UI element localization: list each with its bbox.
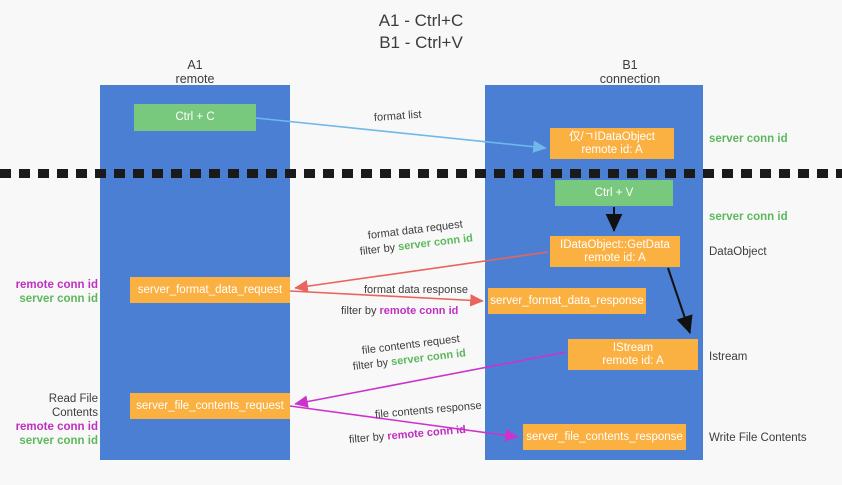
box-server-format-data-request[interactable]: server_format_data_request xyxy=(130,277,290,303)
box-server-file-contents-response[interactable]: server_file_contents_response xyxy=(523,424,686,450)
filter-prefix-2: filter by xyxy=(341,305,380,317)
flow-label-file-contents-response: file contents response xyxy=(374,399,483,421)
flow-label-format-data-response: format data response xyxy=(364,284,468,296)
box-idataobject-getdata[interactable]: IDataObject::GetData remote id: A xyxy=(550,236,680,267)
flow-label-file-contents-response-filter: filter by remote conn id xyxy=(348,423,466,448)
box-ctrl-v[interactable]: Ctrl + V xyxy=(555,180,673,206)
box-istream[interactable]: IStream remote id: A xyxy=(568,339,698,370)
filter-prefix-3: filter by xyxy=(352,356,392,373)
box-ctrl-c[interactable]: Ctrl + C xyxy=(134,104,256,131)
box-server-file-contents-request[interactable]: server_file_contents_request xyxy=(130,393,290,419)
page-title: A1 - Ctrl+C B1 - Ctrl+V xyxy=(378,11,464,52)
annotation-server-conn-id-top: server conn id xyxy=(709,133,788,145)
annotation-write-file-contents: Write File Contents xyxy=(709,432,807,444)
annotation-left-conn-ids-bottom: Read File Contents remote conn id server… xyxy=(10,392,98,448)
annotation-left-conn-ids-top: remote conn id server conn id xyxy=(10,278,98,306)
dashed-divider xyxy=(0,169,842,178)
filter-prefix-4: filter by xyxy=(348,430,388,446)
annotation-remote-conn-id-2: remote conn id xyxy=(15,421,98,433)
annotation-read-file-contents: Read File Contents xyxy=(48,393,98,419)
filter-value-remote-conn-id-2: remote conn id xyxy=(386,423,467,443)
annotation-server-conn-id-left-1: server conn id xyxy=(19,293,98,305)
annotation-server-conn-id-left-2: server conn id xyxy=(19,435,98,447)
filter-prefix-1: filter by xyxy=(359,241,399,258)
flow-label-format-list: format list xyxy=(373,108,422,124)
annotation-server-conn-id-second: server conn id xyxy=(709,211,788,223)
column-header-b1: B1 connection xyxy=(599,58,661,86)
filter-value-remote-conn-id-1: remote conn id xyxy=(379,305,459,317)
flow-label-format-data-response-filter: filter by remote conn id xyxy=(341,304,458,319)
box-server-format-data-response[interactable]: server_format_data_response xyxy=(488,288,646,314)
column-header-a1: A1 remote xyxy=(175,58,215,86)
annotation-remote-conn-id-1: remote conn id xyxy=(15,279,98,291)
box-idataobject[interactable]: 仅/ㄱIDataObject remote id: A xyxy=(550,128,674,159)
annotation-dataobject: DataObject xyxy=(709,246,767,258)
annotation-istream: Istream xyxy=(709,351,748,363)
